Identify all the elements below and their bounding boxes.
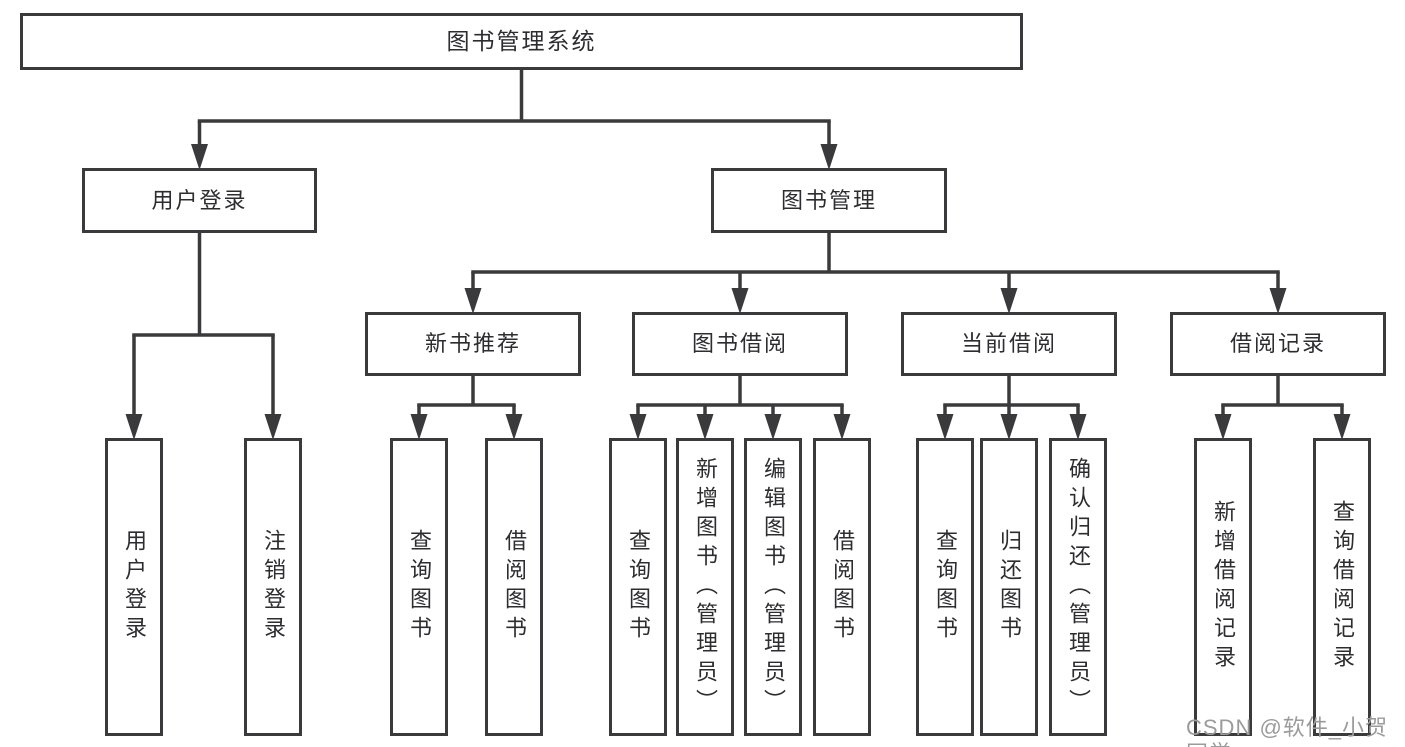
arrowhead-icon [731,288,749,314]
arrowhead-icon [1269,288,1287,314]
arrowhead-icon [764,414,782,440]
arrowhead-icon [1214,414,1232,440]
node-current-borrow: 当前借阅 [901,312,1117,376]
node-leaf-query-book-c: 查询图书 [916,438,974,736]
node-leaf-borrow-book-b: 借阅图书 [813,438,871,736]
node-leaf-add-borrow-record: 新增借阅记录 [1194,438,1252,736]
node-leaf-user-login: 用户登录 [105,438,163,736]
arrowhead-icon [696,414,714,440]
arrowhead-icon [410,414,428,440]
node-new-book-rec: 新书推荐 [365,312,581,376]
node-user-login: 用户登录 [82,168,317,233]
arrowhead-icon [1000,288,1018,314]
arrowhead-icon [1000,414,1018,440]
arrowhead-icon [820,144,838,170]
node-leaf-edit-book: 编辑图书（管理员） [744,438,802,736]
node-leaf-query-borrow-record: 查询借阅记录 [1313,438,1371,736]
node-book-borrow: 图书借阅 [632,312,848,376]
node-leaf-return-book: 归还图书 [980,438,1038,736]
node-leaf-borrow-book-a: 借阅图书 [485,438,543,736]
node-leaf-query-book-a: 查询图书 [390,438,448,736]
node-leaf-query-book-b: 查询图书 [609,438,667,736]
arrowhead-icon [191,144,208,170]
arrowhead-icon [505,414,523,440]
arrowhead-icon [264,414,282,440]
node-leaf-confirm-return: 确认归还（管理员） [1049,438,1107,736]
node-leaf-add-book: 新增图书（管理员） [676,438,734,736]
arrowhead-icon [1333,414,1351,440]
arrowhead-icon [125,414,143,440]
arrowhead-icon [833,414,851,440]
node-leaf-logout: 注销登录 [244,438,302,736]
arrowhead-icon [1069,414,1087,440]
arrowhead-icon [936,414,954,440]
watermark: CSDN @软件_小贺同学 [1186,715,1389,747]
node-system-root: 图书管理系统 [20,13,1023,70]
arrowhead-icon [629,414,647,440]
node-book-mgmt: 图书管理 [711,168,947,233]
arrowhead-icon [464,288,482,314]
node-borrow-record: 借阅记录 [1170,312,1386,376]
